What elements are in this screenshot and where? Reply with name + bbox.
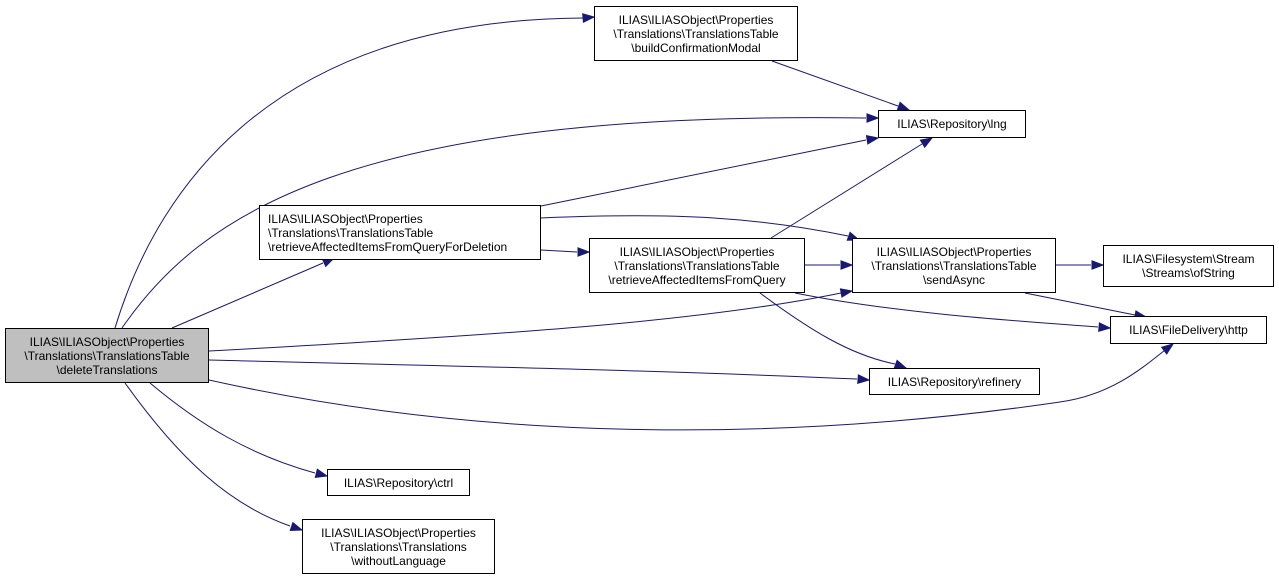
node-build-confirmation-modal-line-1: ILIAS\ILIASObject\Properties bbox=[618, 12, 774, 27]
edge-arrowhead bbox=[840, 260, 854, 270]
node-retrieve-affected-items-from-query-line-2: \Translations\TranslationsTable bbox=[614, 258, 780, 273]
edge-arrowhead bbox=[839, 288, 854, 298]
edge-line bbox=[759, 292, 896, 365]
edge-delete-translations-to-repository-refinery bbox=[208, 359, 871, 384]
node-build-confirmation-modal[interactable]: ILIAS\ILIASObject\Properties \Translatio… bbox=[594, 6, 798, 61]
node-file-delivery-http[interactable]: ILIAS\FileDelivery\http bbox=[1110, 316, 1267, 344]
node-repository-ctrl-line-1: ILIAS\Repository\ctrl bbox=[343, 475, 454, 490]
edge-arrowhead bbox=[866, 113, 880, 123]
node-retrieve-affected-items-for-deletion-line-2: \Translations\TranslationsTable bbox=[268, 225, 434, 240]
edge-retrieve-for-deletion-to-repository-lng bbox=[540, 135, 880, 207]
edge-retrieve-for-deletion-to-retrieve-from-query bbox=[540, 247, 591, 257]
edge-delete-translations-to-retrieve-for-deletion bbox=[171, 257, 336, 329]
edge-retrieve-from-query-to-repository-refinery bbox=[759, 292, 908, 369]
node-build-confirmation-modal-line-2: \Translations\TranslationsTable bbox=[613, 26, 779, 41]
edge-delete-translations-to-repository-ctrl bbox=[149, 382, 329, 478]
node-repository-ctrl[interactable]: ILIAS\Repository\ctrl bbox=[327, 469, 470, 496]
edge-delete-translations-to-repository-lng bbox=[121, 113, 880, 329]
edge-line bbox=[208, 359, 858, 380]
edge-line bbox=[770, 143, 923, 239]
node-retrieve-affected-items-for-deletion-line-1: ILIAS\ILIASObject\Properties bbox=[268, 211, 423, 226]
node-retrieve-affected-items-from-query-line-1: ILIAS\ILIASObject\Properties bbox=[619, 244, 775, 259]
node-repository-refinery[interactable]: ILIAS\Repository\refinery bbox=[869, 368, 1040, 395]
node-without-language-line-1: ILIAS\ILIASObject\Properties bbox=[321, 525, 476, 540]
edge-send-async-to-streams-of-string bbox=[1056, 260, 1105, 270]
edge-arrowhead bbox=[314, 468, 329, 478]
node-delete-translations-line-2: \Translations\TranslationsTable bbox=[24, 348, 190, 363]
node-retrieve-affected-items-from-query-line-3: \retrieveAffectedItemsFromQuery bbox=[608, 272, 786, 287]
node-repository-refinery-line-1: ILIAS\Repository\refinery bbox=[887, 374, 1022, 389]
edge-delete-translations-to-send-async bbox=[208, 288, 854, 352]
node-without-language-line-2: \Translations\Translations bbox=[330, 539, 467, 554]
node-send-async-line-3: \sendAsync bbox=[922, 272, 986, 287]
edge-delete-translations-to-build-confirmation-modal bbox=[114, 13, 596, 329]
edge-line bbox=[149, 382, 316, 474]
edge-retrieve-for-deletion-to-send-async bbox=[540, 215, 861, 241]
edge-delete-translations-to-file-delivery-http bbox=[208, 343, 1175, 431]
node-send-async-line-1: ILIAS\ILIASObject\Properties bbox=[876, 244, 1032, 259]
node-retrieve-affected-items-from-query[interactable]: ILIAS\ILIASObject\Properties \Translatio… bbox=[589, 238, 805, 293]
edge-delete-translations-to-without-language bbox=[124, 382, 304, 532]
node-streams-of-string-line-2: \Streams\ofString bbox=[1142, 266, 1235, 280]
edge-arrowhead bbox=[896, 101, 911, 111]
edge-retrieve-from-query-to-repository-lng bbox=[770, 137, 934, 239]
node-streams-of-string[interactable]: ILIAS\Filesystem\Stream \Streams\ofStrin… bbox=[1103, 245, 1274, 287]
edge-retrieve-from-query-to-file-delivery-http bbox=[794, 292, 1112, 332]
edge-arrowhead bbox=[1160, 343, 1175, 355]
edge-arrowhead bbox=[857, 374, 871, 384]
edge-arrowhead bbox=[893, 359, 908, 369]
node-build-confirmation-modal-line-3: \buildConfirmationModal bbox=[631, 40, 761, 55]
edge-line bbox=[1024, 292, 1136, 316]
node-without-language-line-3: \withoutLanguage bbox=[351, 553, 446, 568]
edge-arrowhead bbox=[1091, 260, 1105, 270]
node-send-async-line-2: \Translations\TranslationsTable bbox=[871, 258, 1037, 273]
edge-line bbox=[208, 292, 842, 352]
node-without-language[interactable]: ILIAS\ILIASObject\Properties \Translatio… bbox=[302, 519, 495, 574]
node-delete-translations: ILIAS\ILIASObject\Properties \Translatio… bbox=[5, 328, 209, 383]
edge-line bbox=[114, 17, 584, 329]
node-delete-translations-line-3: \deleteTranslations bbox=[56, 362, 158, 377]
edge-line bbox=[771, 60, 899, 107]
node-send-async[interactable]: ILIAS\ILIASObject\Properties \Translatio… bbox=[852, 238, 1056, 293]
edge-arrowhead bbox=[577, 247, 591, 257]
node-delete-translations-line-1: ILIAS\ILIASObject\Properties bbox=[29, 334, 185, 349]
node-repository-lng[interactable]: ILIAS\Repository\lng bbox=[878, 110, 1026, 138]
edge-build-confirmation-modal-to-repository-lng bbox=[771, 60, 911, 111]
edge-line bbox=[540, 249, 578, 253]
edge-line bbox=[540, 139, 867, 207]
edge-line bbox=[794, 292, 1099, 328]
edge-arrowhead bbox=[289, 521, 304, 532]
edge-arrowhead bbox=[582, 13, 596, 23]
node-repository-lng-line-1: ILIAS\Repository\lng bbox=[897, 117, 1007, 131]
edge-arrowhead bbox=[865, 135, 880, 145]
edge-line bbox=[124, 382, 291, 527]
edge-line bbox=[171, 262, 324, 329]
edge-line bbox=[208, 349, 1166, 431]
edge-line bbox=[121, 117, 867, 329]
node-retrieve-affected-items-for-deletion-line-3: \retrieveAffectedItemsFromQueryForDeleti… bbox=[268, 239, 508, 254]
node-file-delivery-http-line-1: ILIAS\FileDelivery\http bbox=[1129, 323, 1248, 337]
node-streams-of-string-line-1: ILIAS\Filesystem\Stream bbox=[1122, 252, 1255, 266]
edge-arrowhead bbox=[919, 137, 934, 149]
edge-line bbox=[540, 215, 849, 237]
node-retrieve-affected-items-for-deletion[interactable]: ILIAS\ILIASObject\Properties \Translatio… bbox=[259, 205, 541, 260]
edge-arrowhead bbox=[1098, 322, 1112, 332]
edge-retrieve-from-query-to-send-async bbox=[805, 260, 854, 270]
